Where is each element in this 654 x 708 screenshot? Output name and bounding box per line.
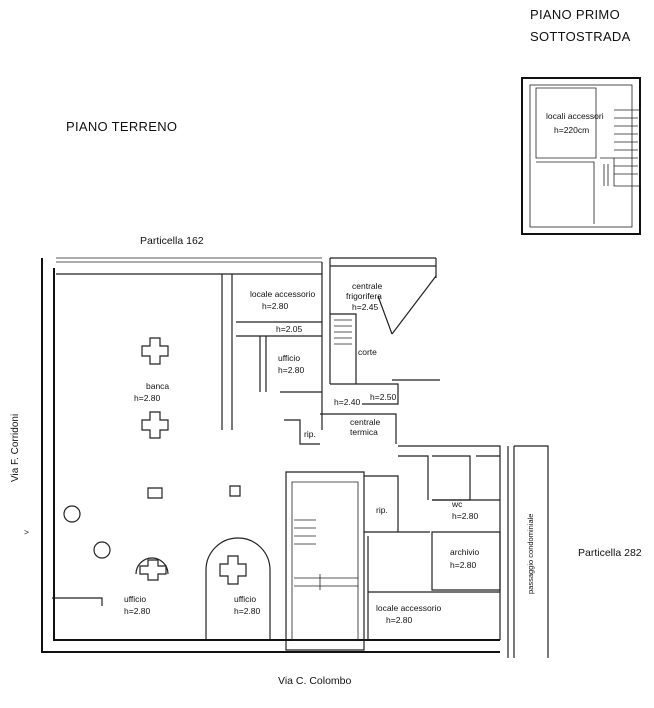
archivio-height: h=2.80 xyxy=(450,560,477,570)
upper-floor-subtitle: SOTTOSTRADA xyxy=(530,29,631,44)
rip-label-north: rip. xyxy=(304,429,316,439)
archivio-name: archivio xyxy=(450,547,480,557)
basement-room-height: h=220cm xyxy=(554,125,590,135)
termica-name-line2: termica xyxy=(350,427,378,437)
basement-plan xyxy=(521,77,641,235)
street-west-label: Via F. Corridoni xyxy=(10,413,21,482)
frigo-height: h=2.45 xyxy=(352,302,379,312)
wc-height: h=2.80 xyxy=(452,511,479,521)
frigo-name-line1: centrale xyxy=(352,281,383,291)
frigo-name-line2: frigorifera xyxy=(346,291,382,301)
street-south-label: Via C. Colombo xyxy=(278,675,352,687)
parcel-north-label: Particella 162 xyxy=(140,235,204,247)
banca-height: h=2.80 xyxy=(134,393,161,403)
basement-room-name: locali accessori xyxy=(546,111,604,121)
corte-label: corte xyxy=(358,347,377,357)
banca-name: banca xyxy=(146,381,170,391)
basement-stairs xyxy=(603,109,641,186)
ufficio-north-name: ufficio xyxy=(278,353,301,363)
upper-floor-title: PIANO PRIMO xyxy=(530,7,620,22)
h205-label: h=2.05 xyxy=(276,324,303,334)
local-acc-north-height: h=2.80 xyxy=(262,301,289,311)
ufficio-sw-height: h=2.80 xyxy=(124,606,151,616)
west-arrow-mark: > xyxy=(24,527,29,537)
ufficio-south-name: ufficio xyxy=(234,594,257,604)
h240-label: h=2.40 xyxy=(334,397,361,407)
local-acc-north-name: locale accessorio xyxy=(250,289,316,299)
parcel-east-label: Particella 282 xyxy=(578,547,642,559)
ground-floor-title: PIANO TERRENO xyxy=(66,119,178,134)
local-acc-south-name: locale accessorio xyxy=(376,603,442,613)
local-acc-south-height: h=2.80 xyxy=(386,615,413,625)
ground-floor-walls xyxy=(41,257,549,658)
passaggio-label: passaggio condominiale xyxy=(526,513,535,594)
ufficio-north-height: h=2.80 xyxy=(278,365,305,375)
pillars xyxy=(63,337,247,585)
wc-name: wc xyxy=(452,499,463,509)
termica-name-line1: centrale xyxy=(350,417,381,427)
h250-label: h=2.50 xyxy=(370,392,397,402)
ufficio-sw-name: ufficio xyxy=(124,594,147,604)
ufficio-south-height: h=2.80 xyxy=(234,606,261,616)
rip-label-south: rip. xyxy=(376,505,388,515)
